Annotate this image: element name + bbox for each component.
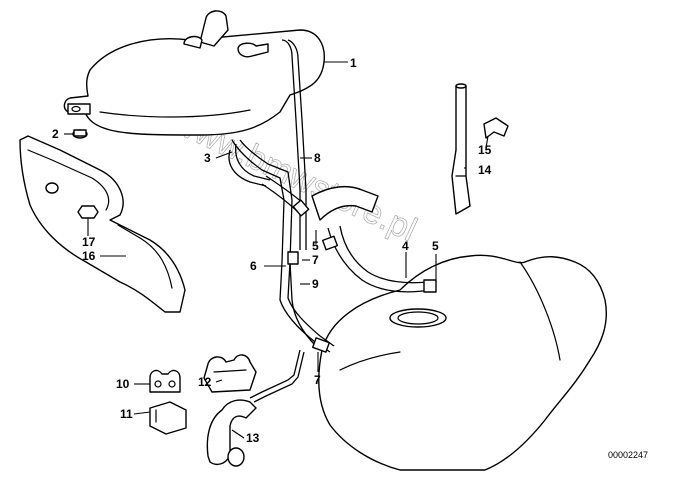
hose-4 xyxy=(311,185,437,293)
callout-8: 8 xyxy=(314,151,321,165)
clip-10 xyxy=(149,369,181,393)
callout-10: 10 xyxy=(116,377,130,391)
callout-1: 1 xyxy=(350,56,357,70)
line-8-inner xyxy=(287,39,307,250)
callout-16: 16 xyxy=(82,249,96,263)
reference-number: 00002247 xyxy=(608,450,648,460)
hose-upper-middle xyxy=(261,175,310,217)
tube-14 xyxy=(451,83,471,215)
callout-3: 3 xyxy=(204,151,211,165)
callout-17: 17 xyxy=(82,235,96,249)
heat-shield xyxy=(19,135,186,313)
line-8 xyxy=(281,39,301,250)
callout-7b: 7 xyxy=(314,373,321,387)
pipe-9 xyxy=(287,251,330,353)
callout-13: 13 xyxy=(246,431,260,445)
callout-4: 4 xyxy=(402,239,409,253)
callout-11: 11 xyxy=(120,407,133,421)
clip-11 xyxy=(149,401,187,435)
nut-2 xyxy=(72,129,88,139)
clip-12 xyxy=(203,354,257,393)
callout-14: 14 xyxy=(478,163,492,177)
breather-pipe xyxy=(228,139,335,353)
callout-15: 15 xyxy=(478,143,492,157)
nut-17 xyxy=(77,205,99,219)
callout-12: 12 xyxy=(198,375,212,389)
hose-13 xyxy=(206,349,305,467)
clip-15 xyxy=(483,117,509,139)
callout-5b: 5 xyxy=(432,239,439,253)
expansion-tank xyxy=(63,10,325,136)
fuel-tank xyxy=(318,254,607,471)
callout-6: 6 xyxy=(250,259,257,273)
callout-9: 9 xyxy=(312,277,319,291)
leader-lines xyxy=(64,61,489,439)
callout-7a: 7 xyxy=(312,253,319,267)
callout-2: 2 xyxy=(52,127,59,141)
callout-5a: 5 xyxy=(312,239,319,253)
